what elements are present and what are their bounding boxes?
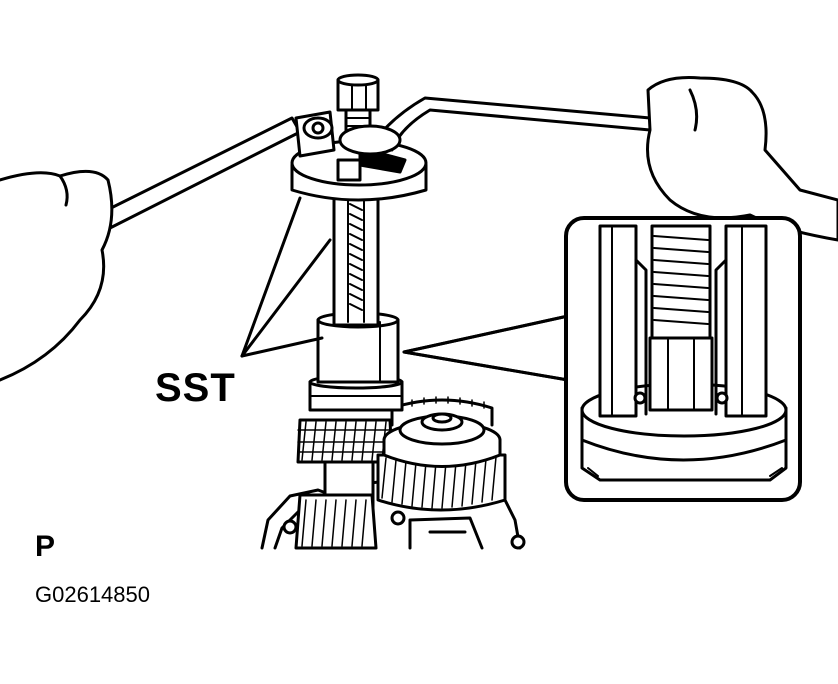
right-hand — [648, 78, 838, 241]
view-marker-label: P — [35, 530, 55, 564]
left-hand — [0, 171, 112, 380]
sst-label: SST — [155, 366, 236, 411]
callout-pointer — [404, 316, 568, 380]
threaded-rod — [334, 195, 378, 325]
output-gear — [378, 397, 505, 510]
figure-code-label: G02614850 — [35, 582, 150, 608]
detail-inset — [566, 218, 800, 500]
wrench — [340, 98, 650, 154]
